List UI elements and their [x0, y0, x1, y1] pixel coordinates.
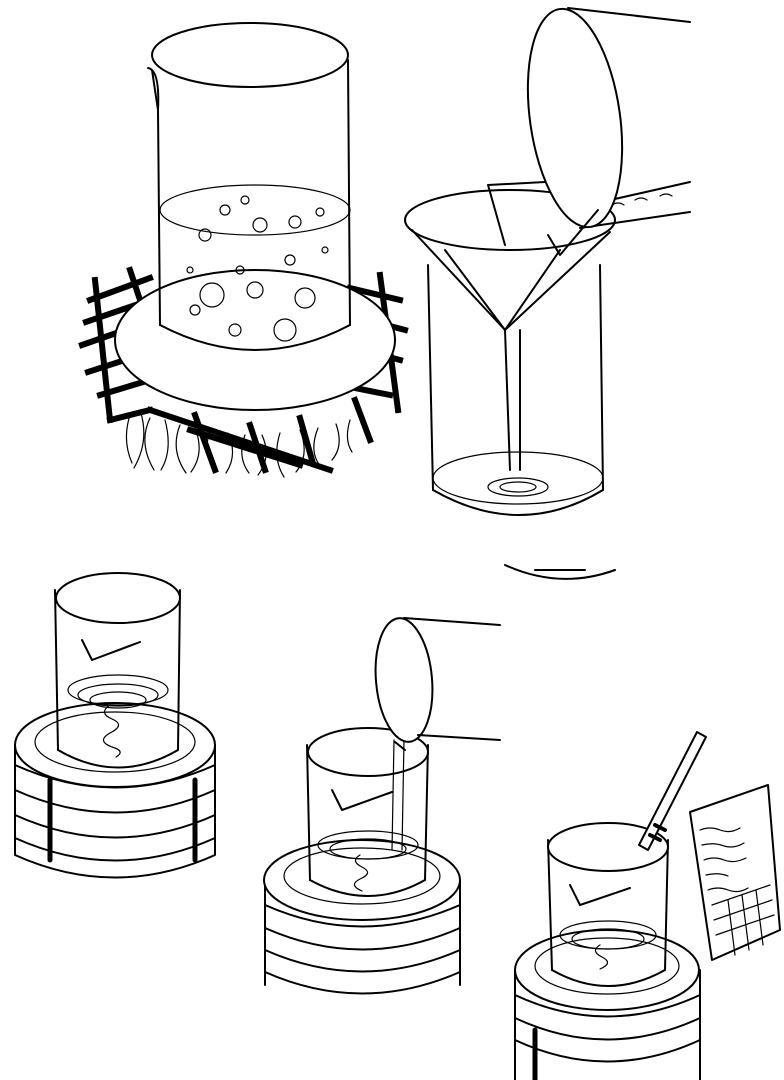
panel-testing [515, 732, 780, 1080]
panel-filtering [405, 3, 690, 579]
gauze-plate [115, 270, 395, 410]
hot-plate-icon [15, 703, 215, 878]
color-chart-icon [690, 785, 780, 960]
hot-plate-icon [264, 840, 460, 994]
pouring-vessel-icon [371, 616, 500, 750]
funnel-icon [405, 190, 615, 470]
hot-plate-icon [515, 930, 700, 1080]
panel-heating [82, 23, 405, 477]
panel-evaporating [15, 573, 215, 878]
beaker-base-arc [505, 565, 615, 579]
beaker-icon [428, 265, 603, 515]
panel-pouring [264, 616, 500, 994]
